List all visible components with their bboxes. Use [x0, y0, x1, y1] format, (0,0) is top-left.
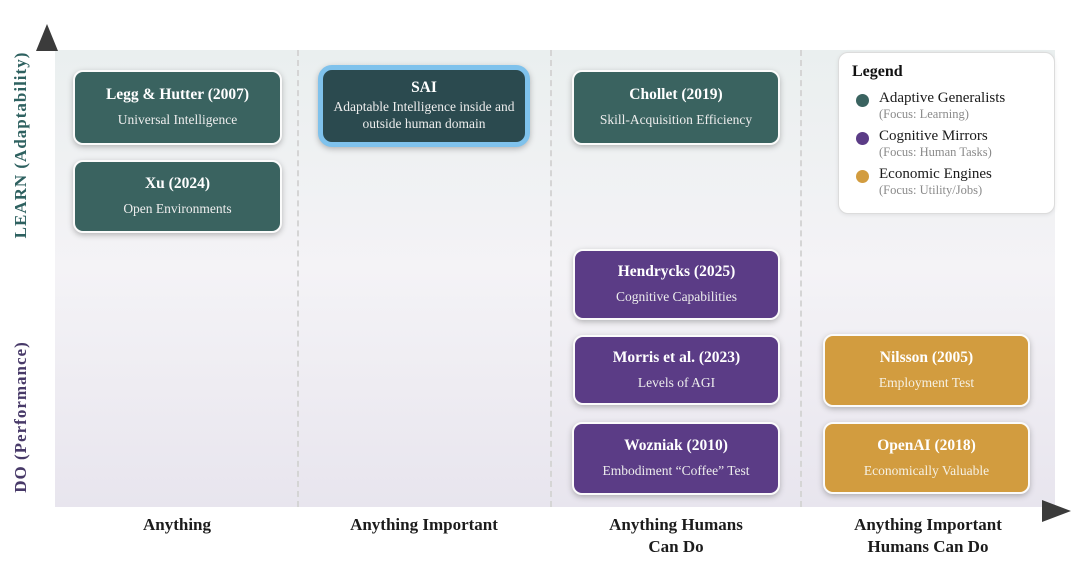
x-axis-label-line: Anything: [142, 515, 212, 534]
node-title: Legg & Hutter (2007): [105, 86, 250, 104]
legend-item-focus: (Focus: Human Tasks): [879, 144, 992, 159]
x-axis-arrow-icon: [1042, 500, 1071, 522]
x-axis-label-anything-important: Anything Important: [299, 514, 549, 536]
node-title: Nilsson (2005): [879, 349, 974, 367]
legend-item-label: Cognitive Mirrors: [879, 128, 988, 145]
x-axis-label-line: Anything Important: [854, 515, 1002, 534]
node-title: Hendrycks (2025): [617, 263, 736, 281]
teal-dot-icon: [856, 94, 869, 107]
node-subtitle: Open Environments: [123, 201, 232, 217]
node-hendrycks-2025: Hendrycks (2025) Cognitive Capabilities: [573, 249, 780, 320]
node-subtitle: Universal Intelligence: [117, 112, 238, 128]
node-wozniak-2010: Wozniak (2010) Embodiment “Coffee” Test: [572, 422, 780, 495]
column-divider-3: [800, 50, 802, 507]
node-chollet-2019: Chollet (2019) Skill-Acquisition Efficie…: [572, 70, 780, 145]
x-axis-label-line: Humans Can Do: [867, 537, 989, 557]
node-openai-2018: OpenAI (2018) Economically Valuable: [823, 422, 1030, 494]
legend-item-label: Adaptive Generalists: [879, 90, 1006, 106]
node-subtitle: Embodiment “Coffee” Test: [602, 463, 750, 479]
x-axis-label-anything-important-humans-can-do: Anything Important Humans Can Do: [803, 514, 1053, 558]
node-subtitle: Adaptable Intelligence inside and outsid…: [333, 99, 515, 132]
legend: Legend Adaptive Generalists (Focus: Lear…: [838, 52, 1055, 214]
node-title: Xu (2024): [144, 175, 210, 193]
x-axis-label-line: Anything Important: [350, 515, 498, 534]
legend-item-label: Economic Engines: [879, 166, 992, 183]
y-axis-label-do: DO (Performance): [11, 341, 30, 493]
node-title: Wozniak (2010): [624, 437, 728, 455]
legend-item-focus: (Focus: Utility/Jobs): [879, 183, 983, 198]
node-xu-2024: Xu (2024) Open Environments: [73, 160, 282, 233]
node-subtitle: Employment Test: [878, 375, 975, 391]
node-sai-highlighted: SAI Adaptable Intelligence inside and ou…: [318, 65, 530, 147]
gold-dot-icon: [856, 170, 869, 184]
legend-item-adaptive-generalists: Adaptive Generalists (Focus: Learning): [856, 90, 1041, 121]
x-axis-label-anything-humans-can-do: Anything Humans Can Do: [551, 514, 801, 558]
node-subtitle: Cognitive Capabilities: [615, 289, 738, 305]
node-title: Chollet (2019): [629, 86, 723, 104]
y-axis-arrow-icon: [36, 24, 58, 51]
legend-item-economic-engines: Economic Engines (Focus: Utility/Jobs): [856, 166, 1041, 197]
node-nilsson-2005: Nilsson (2005) Employment Test: [823, 334, 1030, 407]
legend-item-focus: (Focus: Learning): [879, 106, 969, 121]
node-subtitle: Levels of AGI: [637, 374, 716, 390]
node-morris-2023: Morris et al. (2023) Levels of AGI: [573, 335, 780, 405]
node-title: OpenAI (2018): [877, 436, 976, 454]
purple-dot-icon: [856, 132, 869, 146]
column-divider-1: [297, 50, 299, 507]
node-title: SAI: [411, 79, 437, 97]
column-divider-2: [550, 50, 552, 507]
node-title: Morris et al. (2023): [612, 348, 741, 366]
node-subtitle: Economically Valuable: [863, 462, 990, 478]
node-legg-hutter-2007: Legg & Hutter (2007) Universal Intellige…: [73, 70, 282, 145]
x-axis-label-line: Can Do: [648, 537, 704, 557]
legend-title: Legend: [852, 63, 903, 80]
legend-item-cognitive-mirrors: Cognitive Mirrors (Focus: Human Tasks): [856, 128, 1041, 159]
y-axis-label-learn: LEARN (Adaptability): [11, 51, 30, 239]
node-subtitle: Skill-Acquisition Efficiency: [599, 112, 753, 128]
x-axis-label-line: Anything Humans: [609, 515, 743, 534]
x-axis-label-anything: Anything: [52, 514, 302, 536]
